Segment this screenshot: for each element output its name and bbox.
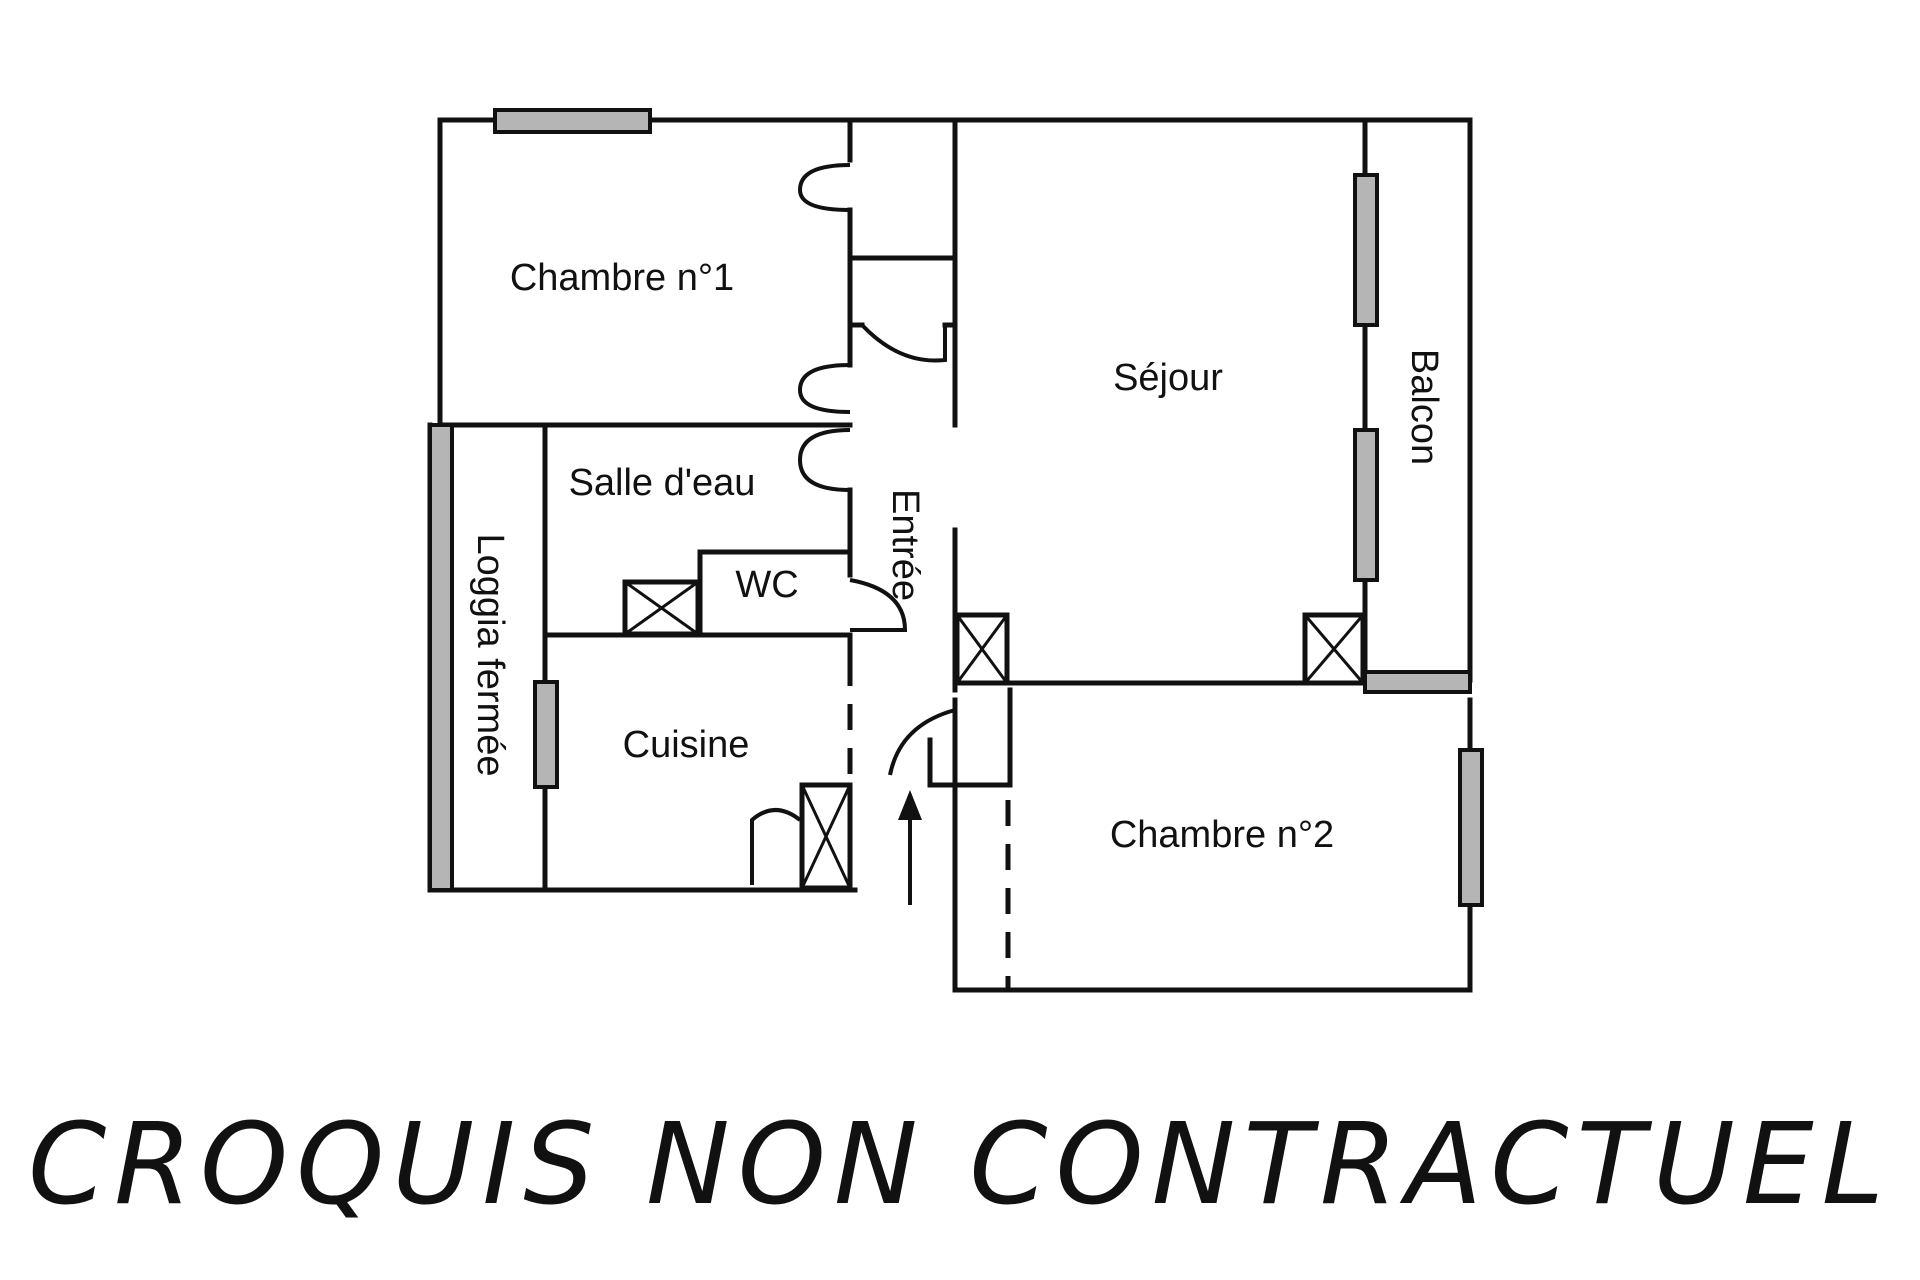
door-wc <box>849 578 908 632</box>
window-sejour-1 <box>1353 173 1379 327</box>
label-loggia: Loggia fermée <box>469 534 511 777</box>
label-cuisine: Cuisine <box>623 724 750 766</box>
window-balcon-rail <box>1363 670 1472 694</box>
door-chambre1 <box>797 363 851 414</box>
window-loggia <box>428 423 454 892</box>
label-balcon: Balcon <box>1403 349 1445 465</box>
duct-sejour <box>1302 612 1366 686</box>
window-sejour-2 <box>1353 428 1379 582</box>
door-cuisine-closet <box>750 808 802 885</box>
doors <box>750 163 956 885</box>
door-entrance <box>888 708 956 776</box>
label-entree: Entrée <box>884 489 926 601</box>
room-labels: Chambre n°1 Séjour Balcon Salle d'eau WC… <box>469 257 1445 856</box>
windows <box>428 108 1484 907</box>
window-cuisine <box>533 680 559 789</box>
disclaimer-text: CROQUIS NON CONTRACTUEL <box>27 1100 1893 1230</box>
duct-cuisine <box>799 782 853 891</box>
duct-wc <box>622 579 701 637</box>
door-salle-deau <box>797 428 851 492</box>
window-chambre1 <box>493 108 652 134</box>
label-sejour: Séjour <box>1113 357 1223 399</box>
door-closet-entry <box>860 323 947 363</box>
label-salle-deau: Salle d'eau <box>569 462 756 504</box>
label-chambre2: Chambre n°2 <box>1110 814 1334 856</box>
window-chambre2 <box>1458 748 1484 907</box>
label-wc: WC <box>735 564 798 606</box>
entrance-arrow-icon <box>898 790 922 905</box>
ducts <box>622 579 1366 891</box>
duct-entry <box>954 612 1010 686</box>
exterior-walls <box>427 117 1473 993</box>
door-chambre1-closet <box>797 163 851 212</box>
label-chambre1: Chambre n°1 <box>510 257 734 299</box>
interior-walls <box>437 117 1368 990</box>
